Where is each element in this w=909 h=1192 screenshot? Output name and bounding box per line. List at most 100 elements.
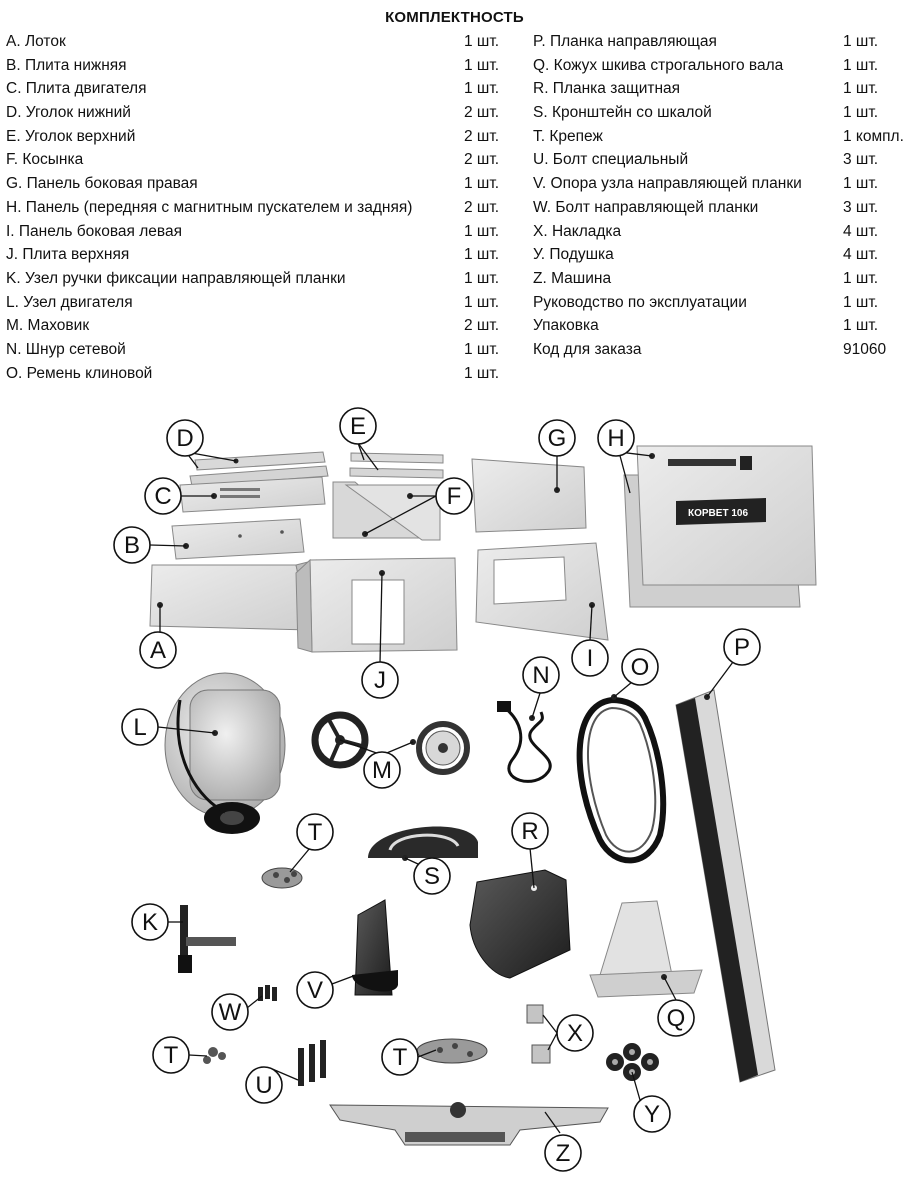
svg-text:U: U — [255, 1072, 272, 1099]
item-quantity: 1 шт. — [464, 222, 500, 240]
svg-text:P: P — [734, 634, 750, 661]
item-name: U. Болт специальный — [533, 151, 689, 169]
part-e-upper-angles — [349, 452, 444, 479]
item-quantity: 2 шт. — [464, 127, 500, 145]
item-name: N. Шнур сетевой — [6, 340, 126, 358]
part-t-fasteners — [203, 867, 488, 1064]
svg-text:N: N — [532, 662, 549, 689]
item-name: O. Ремень клиновой — [6, 364, 153, 382]
list-item: N. Шнур сетевой 1 шт. — [6, 340, 526, 364]
callout-h: H — [597, 419, 635, 457]
item-quantity: 2 шт. — [464, 104, 500, 122]
item-quantity: 2 шт. — [464, 198, 500, 216]
item-quantity: 1 шт. — [464, 175, 500, 193]
item-name: R. Планка защитная — [533, 80, 681, 98]
callout-v: V — [296, 971, 334, 1009]
part-u-special-bolts — [298, 1040, 326, 1086]
svg-text:O: O — [631, 654, 650, 681]
part-s-bracket — [368, 826, 478, 861]
list-item: Q. Кожух шкива строгального вала 1 шт. — [533, 56, 909, 80]
item-name: C. Плита двигателя — [6, 80, 147, 98]
svg-text:F: F — [447, 483, 462, 510]
callout-k: K — [131, 903, 169, 941]
item-name: B. Плита нижняя — [6, 56, 127, 74]
part-h-panels: КОРВЕТ 106 — [623, 445, 817, 608]
part-k-handle-assembly — [178, 905, 236, 973]
item-quantity: 1 шт. — [843, 80, 879, 98]
page-title: КОМПЛЕКТНОСТЬ — [385, 9, 524, 26]
list-item: G. Панель боковая правая 1 шт. — [6, 174, 526, 198]
part-j-top-plate — [295, 557, 458, 653]
part-c-motor-plate — [179, 476, 326, 513]
part-b-lower-plate — [171, 518, 305, 560]
item-quantity: 3 шт. — [843, 151, 879, 169]
item-name: L. Узел двигателя — [6, 293, 133, 311]
item-quantity: 1 шт. — [843, 33, 879, 50]
item-name: S. Кронштейн со шкалой — [533, 104, 712, 122]
part-v-guide-support — [352, 899, 398, 996]
callout-q: Q — [657, 999, 695, 1037]
list-item: K. Узел ручки фиксации направляющей план… — [6, 269, 526, 293]
svg-text:C: C — [154, 483, 171, 510]
item-quantity: 1 шт. — [843, 104, 879, 122]
svg-text:R: R — [521, 818, 538, 845]
part-n-power-cord — [497, 701, 552, 783]
callout-e: E — [339, 407, 377, 445]
item-name: W. Болт направляющей планки — [533, 198, 759, 216]
svg-text:Z: Z — [556, 1140, 571, 1167]
svg-text:T: T — [308, 819, 323, 846]
item-name: G. Панель боковая правая — [6, 175, 198, 193]
item-quantity: 1 шт. — [464, 340, 500, 358]
item-name: Q. Кожух шкива строгального вала — [533, 56, 784, 74]
part-z-machine — [329, 1102, 609, 1146]
callout-t1: T — [296, 813, 334, 851]
callout-p: P — [723, 628, 761, 666]
callout-o: O — [621, 648, 659, 686]
part-i-left-side-panel — [475, 542, 609, 641]
callout-u: U — [245, 1066, 283, 1104]
svg-text:X: X — [567, 1020, 583, 1047]
list-item: B. Плита нижняя 1 шт. — [6, 56, 526, 80]
item-quantity: 1 шт. — [843, 56, 879, 74]
callout-w: W — [211, 993, 249, 1031]
part-d-lower-angles — [189, 451, 329, 487]
svg-text:T: T — [164, 1042, 179, 1069]
svg-text:D: D — [176, 425, 193, 452]
callout-n: N — [522, 656, 560, 694]
svg-text:A: A — [150, 637, 166, 664]
svg-text:Q: Q — [667, 1005, 686, 1032]
item-quantity: 4 шт. — [843, 222, 879, 240]
callout-l: L — [121, 708, 159, 746]
part-y-cushions — [606, 1043, 659, 1081]
list-item: U. Болт специальный 3 шт. — [533, 150, 909, 174]
part-p-guide-bar — [675, 689, 776, 1083]
item-quantity: 1 шт. — [464, 56, 500, 74]
svg-text:H: H — [607, 425, 624, 452]
callout-y: Y — [633, 1095, 671, 1133]
callout-r: R — [511, 812, 549, 850]
item-name: H. Панель (передняя с магнитным пускател… — [6, 198, 413, 216]
part-f-gussets — [332, 481, 441, 541]
svg-text:G: G — [548, 425, 567, 452]
list-item: S. Кронштейн со шкалой 1 шт. — [533, 103, 909, 127]
callout-f: F — [435, 477, 473, 515]
callout-c: C — [144, 477, 182, 515]
item-quantity: 2 шт. — [464, 151, 500, 169]
callout-d: D — [166, 419, 204, 457]
svg-text:L: L — [133, 714, 146, 741]
callout-s: S — [413, 857, 451, 895]
callout-z: Z — [544, 1134, 582, 1172]
svg-text:B: B — [124, 532, 140, 559]
item-name: У. Подушка — [533, 246, 614, 264]
item-quantity: 1 компл. — [843, 127, 904, 145]
item-name: V. Опора узла направляющей планки — [533, 175, 802, 193]
